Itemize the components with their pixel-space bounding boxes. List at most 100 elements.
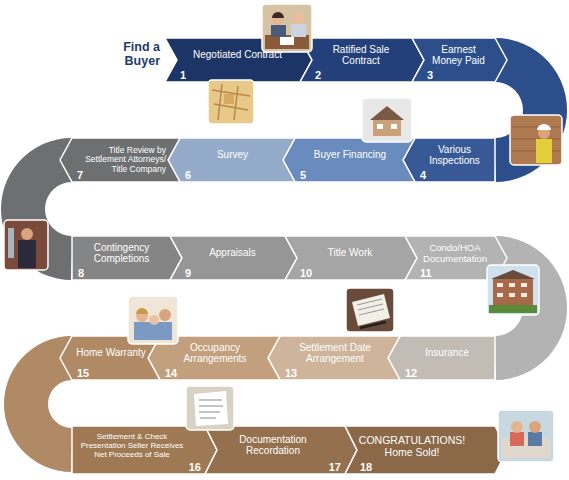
- step-chevron: Settlement Date Arrangement13: [280, 336, 400, 380]
- chevron-fill: [60, 138, 180, 182]
- step-label: Negotiated Contract: [179, 40, 296, 71]
- photo-thumbnail: [4, 220, 48, 270]
- step-label: CONGRATULATIONS! Home Sold!: [359, 428, 465, 463]
- step-label: Contingency Completions: [77, 238, 166, 269]
- step-label: Home Warranty: [76, 338, 146, 369]
- step-label: Earnest Money Paid: [426, 40, 491, 71]
- photo-hair: [136, 308, 148, 314]
- step-number: 17: [329, 461, 341, 473]
- step-chevron: Insurance12: [400, 336, 495, 380]
- photo-thumbnail: [186, 386, 234, 430]
- photo-frame: [487, 265, 539, 315]
- step-number: 5: [300, 169, 306, 181]
- step-chevron: Earnest Money Paid3: [412, 38, 495, 82]
- step-number: 10: [300, 267, 312, 279]
- turn-band: [26, 358, 72, 450]
- chevron-fill: [72, 426, 217, 474]
- step-chevron: Contingency Completions8: [72, 236, 170, 280]
- photo-text-lines: [357, 299, 384, 315]
- photo-sofa: [502, 438, 550, 458]
- photo-head: [538, 127, 550, 139]
- turn-band: [495, 258, 545, 358]
- photo-thumbnail: [487, 265, 539, 315]
- photo-map-lines: [212, 84, 250, 120]
- photo-deed: [194, 391, 228, 426]
- step-number: 12: [405, 367, 417, 379]
- step-label: Title Review by Settlement Attorneys/ Ti…: [76, 140, 166, 180]
- step-label: Insurance: [404, 338, 490, 369]
- chevron-fill: [148, 336, 280, 380]
- chevron-fill: [345, 426, 507, 474]
- chevron-fill: [72, 236, 182, 280]
- photo-frame: [262, 4, 312, 52]
- photo-hardhat: [537, 124, 551, 130]
- photo-roof: [370, 106, 404, 120]
- photo-family: [134, 322, 172, 340]
- photo-head: [292, 12, 304, 24]
- turn-band: [23, 160, 72, 258]
- step-label: Condo/HOA Documentation: [419, 238, 491, 269]
- step-chevron: Home Warranty15: [72, 336, 160, 380]
- step-number: 18: [360, 461, 372, 473]
- photo-table: [265, 35, 309, 49]
- step-chevron: Occupancy Arrangements14: [160, 336, 280, 380]
- step-number: 8: [78, 267, 84, 279]
- photo-head: [511, 421, 523, 433]
- step-number: 14: [165, 367, 177, 379]
- photo-frame: [186, 386, 234, 430]
- step-label: Ratified Sale Contract: [314, 40, 408, 71]
- photo-coat: [18, 240, 36, 268]
- step-chevron: Documentation Recordation17: [205, 426, 345, 474]
- step-chevron: Title Review by Settlement Attorneys/ Ti…: [72, 138, 180, 182]
- photo-thumbnail: [510, 115, 562, 165]
- step-number: 6: [185, 169, 191, 181]
- step-label: Documentation Recordation: [219, 428, 327, 463]
- photo-thumbnail: [128, 296, 178, 344]
- photo-bushes: [489, 305, 537, 313]
- photo-pen: [360, 322, 386, 328]
- step-label: Settlement & Check Presentation Seller R…: [77, 428, 187, 463]
- chevron-fill: [283, 138, 415, 182]
- photo-thumbnail: [208, 80, 254, 124]
- step-chevron: Settlement & Check Presentation Seller R…: [72, 426, 205, 474]
- chevron-fill: [285, 236, 417, 280]
- photo-clothes: [8, 228, 14, 258]
- photo-frame: [510, 115, 562, 165]
- step-number: 2: [315, 69, 321, 81]
- photo-head: [149, 315, 159, 325]
- photo-frame: [128, 296, 178, 344]
- photo-building: [493, 279, 533, 307]
- step-chevron: Survey6: [180, 138, 295, 182]
- step-chevron: Appraisals9: [170, 236, 285, 280]
- step-chevron: Negotiated Contract1: [165, 38, 300, 82]
- step-label: Settlement Date Arrangement: [284, 338, 386, 369]
- chevron-fill: [165, 38, 312, 82]
- photo-person: [291, 24, 306, 37]
- photo-thumbnail: [346, 288, 394, 332]
- turn-band: [495, 60, 545, 160]
- photo-head: [529, 421, 541, 433]
- photo-roof: [491, 270, 535, 279]
- photo-thumbnail: [362, 98, 412, 142]
- photo-thumbnail: [498, 410, 554, 462]
- photo-paper: [280, 37, 294, 45]
- chevron-fill: [403, 138, 495, 182]
- step-number: 16: [189, 461, 201, 473]
- photo-frame: [346, 288, 394, 332]
- photo-thumbnail: [262, 4, 312, 52]
- photo-window: [377, 124, 383, 129]
- photo-head: [159, 309, 171, 321]
- step-number: 11: [420, 267, 432, 279]
- step-label: Occupancy Arrangements: [164, 338, 266, 369]
- chevron-fill: [412, 38, 507, 82]
- step-chevron: Condo/HOA Documentation11: [405, 236, 495, 280]
- chevron-fill: [60, 336, 160, 380]
- chevron-fill: [170, 236, 297, 280]
- photo-bricks: [512, 127, 560, 151]
- photo-frame: [4, 220, 48, 270]
- photo-window: [391, 124, 397, 129]
- step-number: 15: [77, 367, 89, 379]
- step-number: 9: [185, 267, 191, 279]
